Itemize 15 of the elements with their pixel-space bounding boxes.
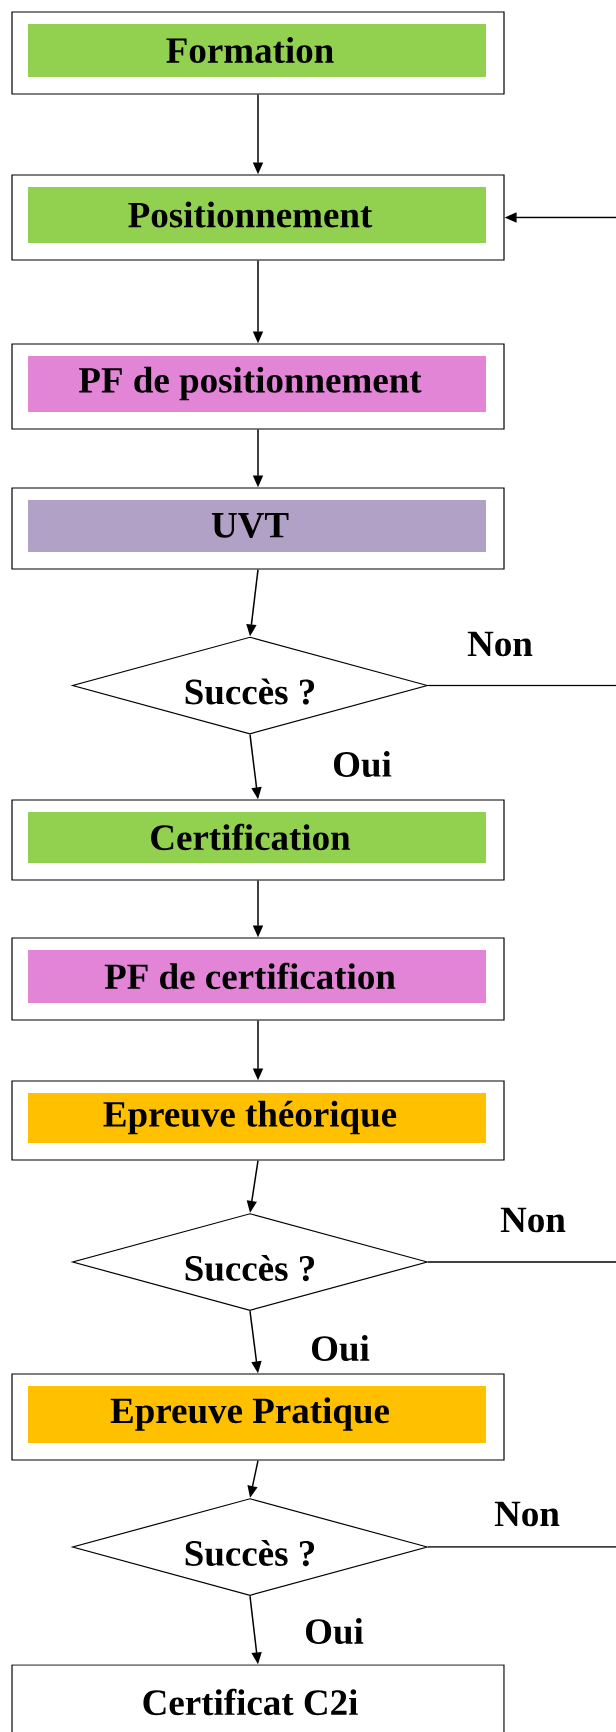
process-box: Epreuve théorique xyxy=(11,1080,505,1161)
edge-label: Oui xyxy=(334,750,392,778)
edge-label: Non xyxy=(500,1207,566,1233)
edge-label: Non xyxy=(494,1501,560,1527)
process-box: Certification xyxy=(11,799,505,881)
process-box: UVT xyxy=(11,487,505,570)
edge-label: Oui xyxy=(312,1334,370,1362)
process-box: PF de certification xyxy=(11,937,505,1021)
process-box: PF de positionnement xyxy=(11,343,505,430)
process-box: Positionnement xyxy=(11,174,505,261)
process-box: Certificat C2i xyxy=(11,1664,505,1732)
edge-label: Oui xyxy=(306,1617,364,1645)
process-box: Formation xyxy=(11,11,505,95)
process-box: Epreuve Pratique xyxy=(11,1373,505,1461)
edge-label: Non xyxy=(467,631,533,657)
